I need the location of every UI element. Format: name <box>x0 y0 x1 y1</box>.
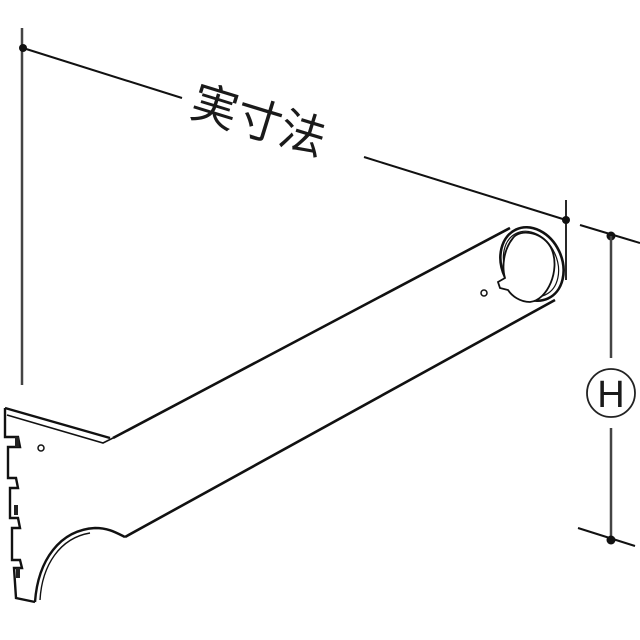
hook-shade-2 <box>14 505 18 515</box>
pipe-screw-hole <box>480 289 488 297</box>
arm-top-edge <box>112 226 511 440</box>
plate-hook-edge <box>3 408 36 604</box>
mounting-hole <box>37 444 45 452</box>
arm-bottom-edge <box>124 298 556 539</box>
height-label-circle <box>586 368 636 418</box>
length-dimension-line-b <box>363 156 567 221</box>
hook-shade-3 <box>16 568 20 578</box>
height-label: H <box>597 374 624 416</box>
dimension-point-height-bottom <box>606 535 616 545</box>
hook-shade-1 <box>15 437 19 447</box>
plate-bottom-curve <box>33 526 126 603</box>
length-label: 実寸法 <box>185 74 333 166</box>
pipe-ring-inner <box>496 231 556 303</box>
plate-top-edge-inner <box>6 414 114 444</box>
plate-bottom-curve-inner <box>39 532 91 601</box>
height-bottom-reference-line <box>577 527 636 547</box>
plate-top-edge <box>4 406 111 440</box>
length-dimension-line-a <box>22 47 183 99</box>
